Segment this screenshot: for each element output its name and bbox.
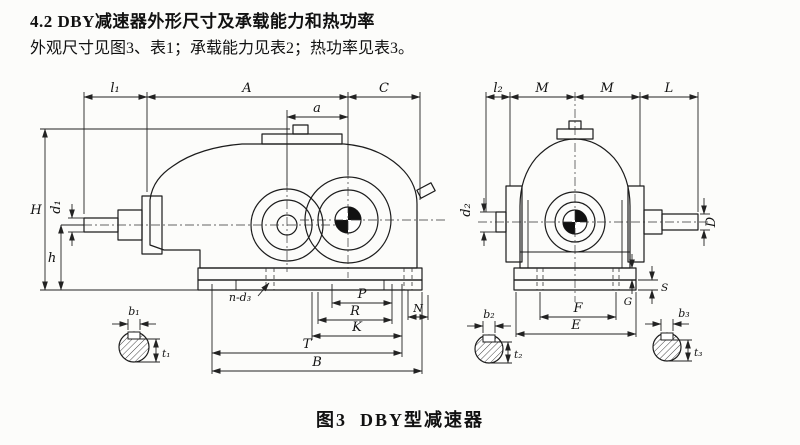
side-view-centerlines [66, 170, 448, 278]
dim-label-K: K [351, 320, 363, 335]
end-view [467, 92, 710, 364]
side-view-dimensions [40, 92, 429, 374]
dim-label-d2: d₂ [459, 203, 474, 217]
dim-label-t2: t₂ [514, 349, 522, 361]
end-view-centerlines [478, 92, 708, 302]
dim-label-N: N [412, 302, 423, 315]
dim-label-R: R [349, 304, 360, 319]
section-heading: 4.2 DBY减速器外形尺寸及承载能力和热功率 [30, 12, 375, 31]
dim-label-C: C [379, 81, 389, 96]
dim-label-l2: l₂ [493, 81, 502, 96]
dim-label-h: h [48, 251, 56, 266]
keyway-slot [660, 332, 674, 341]
dim-label-l1: l₁ [110, 81, 119, 96]
shaft-section-detail-3 [645, 319, 692, 362]
end-view-housing [495, 120, 699, 291]
dim-label-M-right: M [599, 81, 614, 96]
foot-bolt-holes [265, 268, 413, 290]
shaft-section-detail-2 [467, 321, 512, 364]
base-pad [197, 279, 423, 291]
inspection-cover [261, 133, 343, 145]
dim-label-t3: t₃ [694, 347, 702, 359]
dim-label-P: P [357, 287, 367, 302]
dim-label-b3: b₃ [678, 307, 689, 320]
shaft-section-detail-1 [112, 319, 160, 363]
end-foot-bolt-holes [536, 268, 620, 290]
dim-label-a: a [313, 101, 321, 116]
dim-label-L: L [664, 81, 674, 96]
dim-label-n-d3: n-d₃ [229, 291, 251, 304]
dimension-labels: l₁ A C a H d₁ h n-d₃ P N R K T B b₁ t₁ l… [29, 81, 719, 370]
side-view-housing [83, 124, 436, 291]
figure-drawing: l₁ A C a H d₁ h n-d₃ P N R K T B b₁ t₁ l… [29, 81, 719, 374]
cover-knob [292, 124, 309, 135]
dim-label-D: D [704, 216, 719, 228]
dim-label-b2: b₂ [483, 308, 494, 321]
dim-label-S: S [661, 282, 668, 294]
dim-label-M-left: M [534, 81, 549, 96]
dim-label-E: E [570, 318, 581, 333]
keyway-slot [127, 331, 141, 340]
body-text-line: 外观尺寸见图3、表1；承载能力见表2；热功率见表3。 [30, 40, 415, 57]
dim-label-t1: t₁ [162, 348, 170, 360]
figure-caption: 图3 DBY型减速器 [315, 410, 484, 430]
dim-label-T: T [303, 337, 313, 352]
dim-label-F: F [572, 301, 583, 316]
side-view [40, 92, 448, 374]
dim-label-B: B [311, 355, 322, 370]
dim-label-A: A [241, 81, 251, 96]
dim-label-d1: d₁ [49, 200, 64, 214]
dim-label-H: H [29, 203, 42, 218]
end-view-dimensions [480, 92, 710, 337]
base-flange [197, 267, 423, 281]
keyway-slot [482, 334, 496, 343]
dim-label-G: G [624, 296, 632, 308]
dim-label-b1: b₁ [128, 305, 139, 318]
breather-plug [416, 182, 436, 199]
